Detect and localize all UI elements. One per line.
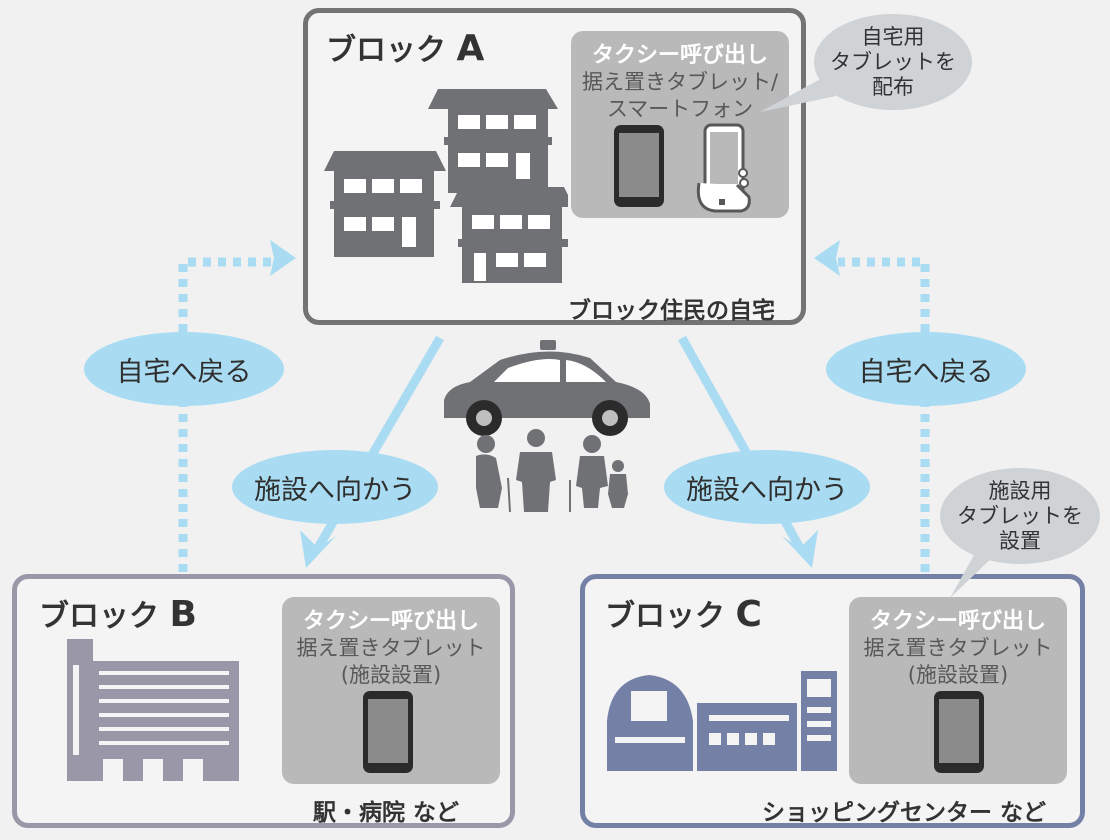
elderly-people-icon bbox=[476, 429, 628, 513]
block-a-footer: ブロック住民の自宅 bbox=[568, 298, 775, 324]
tablet-icon bbox=[934, 691, 984, 773]
hospital-building-icon bbox=[67, 639, 239, 781]
block-b-title: ブロック B bbox=[39, 594, 197, 635]
tablet-icon bbox=[614, 125, 664, 207]
panel-title: タクシー呼び出し bbox=[302, 609, 479, 634]
panel-subtitle-2: (施設設置) bbox=[907, 663, 1009, 687]
panel-subtitle-1: 据え置きタブレット bbox=[296, 636, 486, 660]
tablet-icon bbox=[363, 691, 413, 773]
go-arrow-right-head bbox=[782, 530, 818, 568]
shopping-center-icon bbox=[607, 671, 837, 771]
panel-subtitle-1: 据え置きタブレット bbox=[863, 636, 1053, 660]
block-b-footer: 駅・病院 など bbox=[313, 800, 460, 826]
block-b: ブロック B タクシー呼び出し 据え置きタブレット (施設設置) 駅・病院 など bbox=[12, 574, 515, 828]
block-c-title: ブロック C bbox=[605, 594, 762, 635]
go-label-right: 施設へ向かう bbox=[664, 450, 870, 524]
go-label-left: 施設へ向かう bbox=[232, 450, 438, 524]
go-arrow-left-head bbox=[300, 530, 336, 568]
block-b-call-panel: タクシー呼び出し 据え置きタブレット (施設設置) bbox=[282, 597, 500, 784]
return-arrow-right-head bbox=[814, 240, 840, 276]
houses-icon bbox=[324, 89, 568, 283]
panel-title: タクシー呼び出し bbox=[591, 43, 768, 68]
panel-subtitle-1: 据え置きタブレット/ bbox=[581, 70, 779, 94]
return-arrow-left-head bbox=[270, 240, 296, 276]
block-a-title: ブロック A bbox=[326, 28, 485, 69]
panel-subtitle-2: (施設設置) bbox=[340, 663, 442, 687]
taxi-icon bbox=[444, 340, 650, 436]
bubble-c: 施設用 タブレットを 設置 bbox=[940, 468, 1100, 564]
block-a: ブロック A タクシー bbox=[303, 8, 806, 325]
return-label-left: 自宅へ戻る bbox=[84, 332, 284, 406]
panel-title: タクシー呼び出し bbox=[869, 609, 1046, 634]
smartphone-in-hand-icon bbox=[696, 123, 751, 213]
return-arrow-right bbox=[838, 257, 930, 572]
panel-subtitle-2: スマートフォン bbox=[606, 97, 754, 121]
block-c-footer: ショッピングセンター など bbox=[761, 800, 1046, 826]
bubble-a: 自宅用 タブレットを 配布 bbox=[814, 14, 972, 110]
return-label-right: 自宅へ戻る bbox=[826, 332, 1026, 406]
block-c: ブロック C タクシー呼び出し 据え置きタブレット (施設設置) ショッピングセ… bbox=[580, 574, 1085, 828]
block-a-call-panel: タクシー呼び出し 据え置きタブレット/ スマートフォン bbox=[571, 31, 789, 218]
block-c-call-panel: タクシー呼び出し 据え置きタブレット (施設設置) bbox=[849, 597, 1067, 784]
